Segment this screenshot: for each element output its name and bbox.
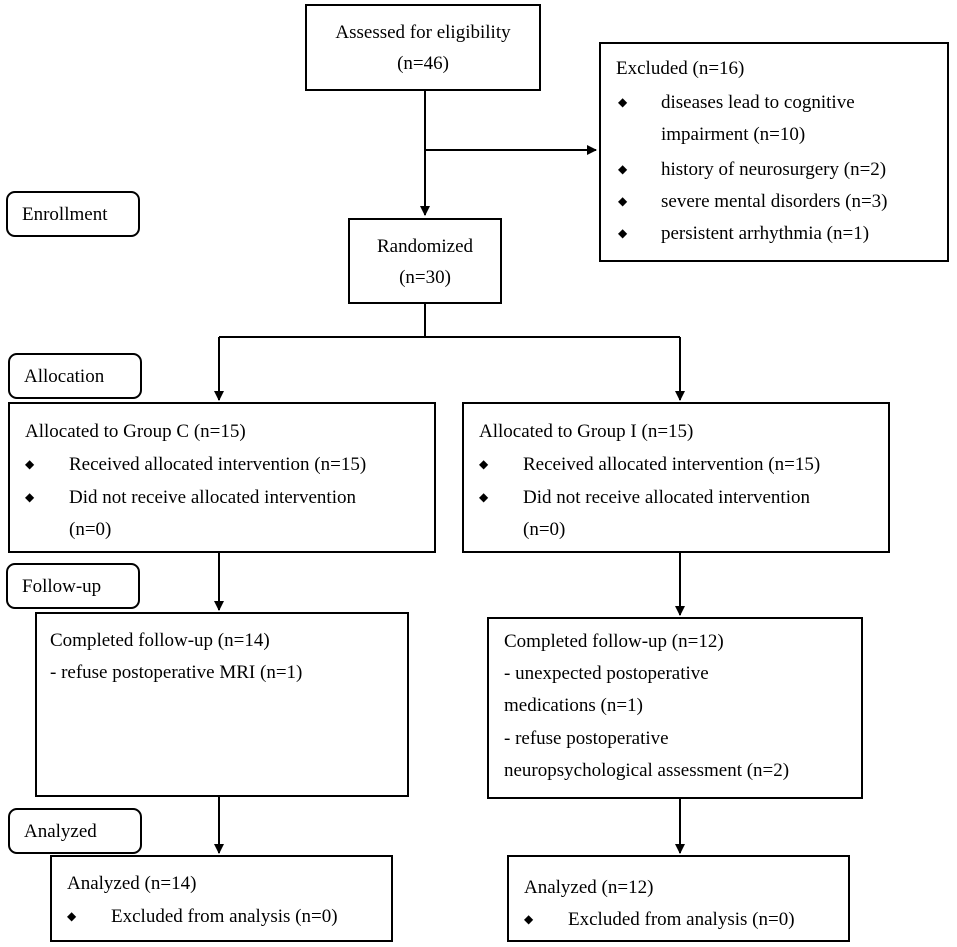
excluded-item: severe mental disorders (n=3) (661, 191, 888, 212)
bullet-icon: ◆ (524, 912, 534, 926)
group-c-alloc-item: Did not receive allocated intervention (69, 487, 356, 508)
assessed-count: (n=46) (397, 53, 449, 74)
group-c-analyzed-title: Analyzed (n=14) (67, 873, 197, 894)
bullet-icon: ◆ (618, 162, 628, 176)
group-c-alloc-item: (n=0) (69, 519, 112, 540)
excluded-item: persistent arrhythmia (n=1) (661, 223, 870, 244)
stage-analyzed-label: Analyzed (24, 820, 97, 842)
randomized-count: (n=30) (399, 267, 451, 288)
group-c-followup-box: Completed follow-up (n=14) - refuse post… (35, 612, 409, 797)
excluded-title: Excluded (n=16) (616, 58, 745, 79)
group-c-alloc-title: Allocated to Group C (n=15) (25, 421, 246, 442)
stage-allocation-label: Allocation (24, 365, 105, 387)
bullet-icon: ◆ (25, 457, 35, 471)
group-i-followup-box: Completed follow-up (n=12) - unexpected … (487, 617, 863, 799)
bullet-icon: ◆ (67, 909, 77, 923)
group-i-followup-title: Completed follow-up (n=12) (504, 631, 724, 652)
bullet-icon: ◆ (618, 226, 628, 240)
group-i-allocation-box: Allocated to Group I (n=15) ◆ Received a… (462, 402, 890, 553)
group-c-allocation-box: Allocated to Group C (n=15) ◆ Received a… (8, 402, 436, 553)
stage-enrollment-label: Enrollment (22, 203, 108, 225)
excluded-box: Excluded (n=16) ◆ diseases lead to cogni… (599, 42, 949, 262)
group-c-analyzed-box: Analyzed (n=14) ◆ Excluded from analysis… (50, 855, 393, 942)
group-i-analyzed-title: Analyzed (n=12) (524, 877, 654, 898)
group-i-followup-item: medications (n=1) (504, 695, 643, 716)
group-i-alloc-item: Did not receive allocated intervention (523, 487, 810, 508)
bullet-icon: ◆ (25, 490, 35, 504)
excluded-item: impairment (n=10) (661, 124, 806, 145)
group-c-alloc-item: Received allocated intervention (n=15) (69, 454, 367, 475)
group-i-followup-item: - refuse postoperative (504, 728, 669, 749)
bullet-icon: ◆ (479, 490, 489, 504)
assessed-title: Assessed for eligibility (335, 22, 511, 43)
stage-followup: Follow-up (6, 563, 140, 609)
bullet-icon: ◆ (618, 194, 628, 208)
stage-allocation: Allocation (8, 353, 142, 399)
group-c-followup-title: Completed follow-up (n=14) (50, 630, 270, 651)
randomized-title: Randomized (376, 236, 474, 257)
group-i-followup-item: - unexpected postoperative (504, 663, 709, 684)
group-c-analyzed-item: Excluded from analysis (n=0) (111, 906, 338, 927)
excluded-item: history of neurosurgery (n=2) (661, 159, 887, 180)
group-i-followup-item: neuropsychological assessment (n=2) (504, 760, 790, 781)
stage-analyzed: Analyzed (8, 808, 142, 854)
stage-enrollment: Enrollment (6, 191, 140, 237)
group-i-analyzed-box: Analyzed (n=12) ◆ Excluded from analysis… (507, 855, 850, 942)
stage-followup-label: Follow-up (22, 575, 102, 597)
group-i-alloc-item: (n=0) (523, 519, 566, 540)
group-i-alloc-item: Received allocated intervention (n=15) (523, 454, 821, 475)
assessed-box: Assessed for eligibility (n=46) (305, 4, 541, 91)
group-c-followup-item: - refuse postoperative MRI (n=1) (50, 662, 303, 683)
group-i-alloc-title: Allocated to Group I (n=15) (479, 421, 694, 442)
bullet-icon: ◆ (479, 457, 489, 471)
excluded-item: diseases lead to cognitive (661, 92, 855, 113)
randomized-box: Randomized (n=30) (348, 218, 502, 304)
group-i-analyzed-item: Excluded from analysis (n=0) (568, 909, 795, 930)
bullet-icon: ◆ (618, 95, 628, 109)
